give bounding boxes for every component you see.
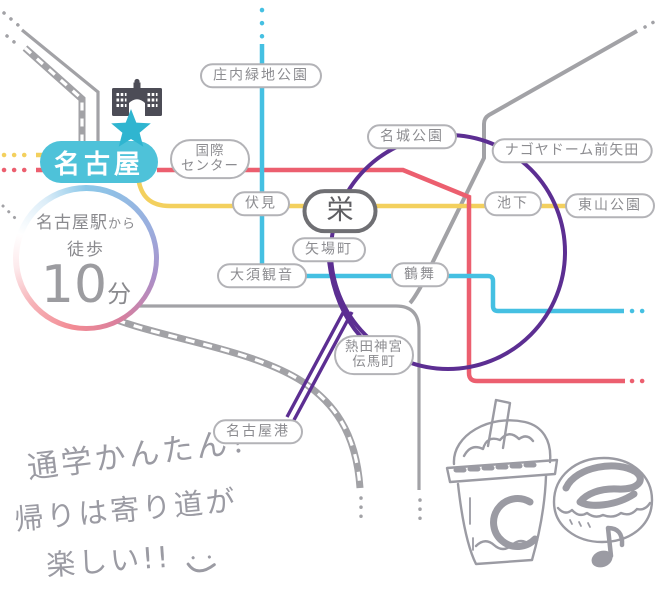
- railway-line-south-arc-ties: [99, 311, 362, 489]
- badge-line1: 名古屋駅から: [35, 212, 136, 233]
- rail-line-dots-left-mid: [1, 204, 17, 220]
- railway-line-dots-topleft: [5, 34, 22, 49]
- rail-line-dots-topleft-outer: [2, 11, 20, 27]
- frappuccino-icon: [445, 398, 559, 566]
- station-nagoya-label: 名古屋: [53, 149, 144, 180]
- meijo-loop-line: [329, 133, 567, 371]
- school-building-icon: [112, 78, 162, 116]
- handwritten-note-line3: 楽しい!!: [45, 539, 173, 583]
- station-nagoyako: 名古屋港: [213, 419, 303, 445]
- donut-icon: [552, 456, 654, 544]
- station-nagoya-dome-mae-yada: ナゴヤドーム前矢田: [491, 138, 653, 164]
- station-fushimi: 伏見: [232, 191, 290, 217]
- station-tsurumai: 鶴舞: [391, 262, 449, 288]
- badge-minutes-number: 10: [40, 254, 108, 315]
- rail-line-dots-topright: [643, 17, 660, 29]
- rail-line-northeast: [408, 29, 638, 305]
- meijo-yabacho-connector: [327, 260, 363, 339]
- station-yabacho: 矢場町: [292, 237, 366, 263]
- walk-time-badge: 名古屋駅から 徒歩 10 分: [13, 185, 159, 331]
- rail-line-topleft-outer: [20, 28, 100, 142]
- doodle-group: [445, 398, 654, 568]
- station-meijo-koen: 名城公園: [367, 124, 457, 150]
- station-shonai-ryokuchi-koen: 庄内緑地公園: [200, 63, 322, 89]
- station-osu-kannon: 大須観音: [217, 263, 307, 289]
- station-ikeshita: 池下: [484, 191, 542, 217]
- music-note-icon: [591, 525, 625, 568]
- meiko-line-a: [285, 308, 347, 418]
- station-higashiyama-koen: 東山公園: [565, 193, 655, 219]
- star-icon: [111, 109, 151, 147]
- station-nagoya: 名古屋: [40, 141, 158, 183]
- badge-minutes-unit: 分: [107, 279, 132, 308]
- meiko-line-b: [292, 311, 354, 421]
- railway-line-topleft: [22, 45, 86, 144]
- station-kokusai-center: 国際 センター: [170, 139, 250, 179]
- smiley-icon: [186, 555, 216, 573]
- station-sakae: 栄: [302, 189, 378, 233]
- walk-time-badge-inner: 名古屋駅から 徒歩 10 分: [18, 190, 154, 326]
- badge-line2: 徒歩: [67, 239, 105, 260]
- badge-minutes: 10 分: [40, 254, 132, 315]
- station-atsuta-jingu-temmacho: 熱田神宮 伝馬町: [334, 335, 414, 375]
